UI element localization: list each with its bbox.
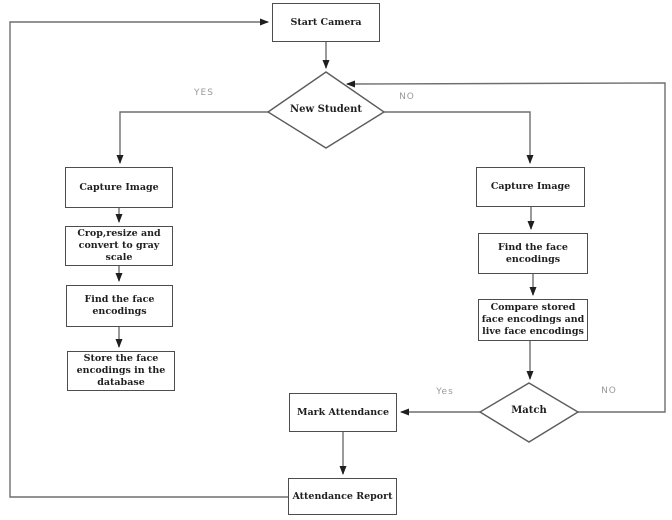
find-encodings-right-label: Find the face encodings xyxy=(498,241,568,265)
edge-newstudent-yes xyxy=(116,111,268,164)
compare-encodings-label: Compare stored face encodings and live f… xyxy=(481,302,585,337)
edge-label-no-lower: NO xyxy=(601,386,617,396)
capture-image-left-node: Capture Image xyxy=(65,167,173,208)
crop-resize-label: Crop,resize and convert to gray scale xyxy=(77,228,161,263)
compare-encodings-node: Compare stored face encodings and live f… xyxy=(478,299,588,341)
edge-label-yes-upper: YES xyxy=(194,88,214,98)
mark-attendance-label: Mark Attendance xyxy=(296,406,390,418)
find-encodings-right-node: Find the face encodings xyxy=(478,233,588,274)
attendance-report-label: Attendance Report xyxy=(292,490,393,502)
mark-attendance-node: Mark Attendance xyxy=(289,393,397,432)
attendance-report-node: Attendance Report xyxy=(288,478,397,515)
store-encodings-node: Store the face encodings in the database xyxy=(67,351,175,391)
match-decision-label: Match xyxy=(511,405,547,416)
capture-image-left-label: Capture Image xyxy=(79,181,159,193)
find-encodings-left-label: Find the face encodings xyxy=(84,294,155,317)
start-camera-label: Start Camera xyxy=(290,16,362,28)
crop-resize-node: Crop,resize and convert to gray scale xyxy=(65,226,173,266)
edge-label-no-upper: NO xyxy=(399,92,415,102)
store-encodings-label: Store the face encodings in the database xyxy=(76,353,166,388)
new-student-decision-label: New Student xyxy=(290,104,362,115)
match-decision-shape xyxy=(478,382,580,443)
new-student-decision-shape xyxy=(266,71,386,149)
edge-newstudent-no xyxy=(384,111,534,164)
find-encodings-left-node: Find the face encodings xyxy=(66,285,173,327)
edge-match-no-loop xyxy=(346,80,666,413)
edge-label-yes-lower: Yes xyxy=(436,387,454,397)
start-camera-node: Start Camera xyxy=(272,3,380,42)
capture-image-right-label: Capture Image xyxy=(490,181,571,192)
capture-image-right-node: Capture Image xyxy=(476,167,585,207)
edge-report-to-start xyxy=(9,18,288,498)
